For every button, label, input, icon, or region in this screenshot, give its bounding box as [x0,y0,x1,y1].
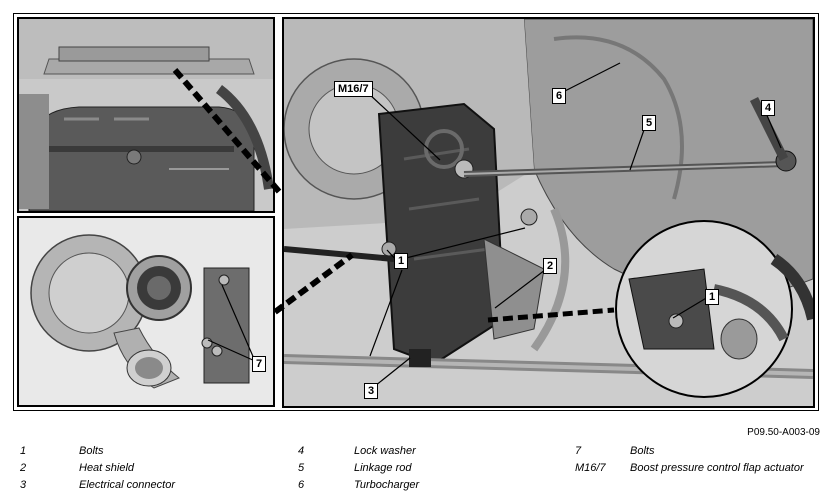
turbocharger-detail-panel [17,216,275,407]
engine-overview-drawing [19,19,273,211]
legend-num: M16/7 [575,462,606,474]
callout-m16-7: M16/7 [334,81,373,97]
callout-1: 1 [394,253,409,269]
callout-3: 3 [364,383,379,399]
parts-legend: 1 Bolts 2 Heat shield 3 Electrical conne… [0,443,833,503]
legend-text: Linkage rod [354,462,412,474]
callout-2: 2 [543,258,558,274]
legend-num: 1 [20,445,27,457]
callout-5: 5 [642,115,657,131]
callout-4: 4 [761,100,776,116]
legend-text: Turbocharger [354,479,420,491]
actuator-main-panel [282,17,815,408]
turbocharger-detail-drawing [19,218,273,405]
legend-num: 6 [298,479,305,491]
legend-num: 5 [298,462,305,474]
legend-num: 2 [20,462,27,474]
actuator-main-drawing [284,19,813,406]
legend-text: Bolts [79,445,104,457]
legend-text: Electrical connector [79,479,175,491]
engine-overview-panel [17,17,275,213]
legend-num: 7 [575,445,582,457]
legend-text: Bolts [630,445,655,457]
legend-text: Lock washer [354,445,416,457]
callout-1-detail: 1 [705,289,720,305]
callout-7: 7 [252,356,267,372]
figure-reference: P09.50-A003-09 [747,427,820,438]
legend-text: Boost pressure control flap actuator [630,462,804,474]
callout-6: 6 [552,88,567,104]
legend-text: Heat shield [79,462,135,474]
legend-num: 3 [20,479,27,491]
legend-num: 4 [298,445,305,457]
